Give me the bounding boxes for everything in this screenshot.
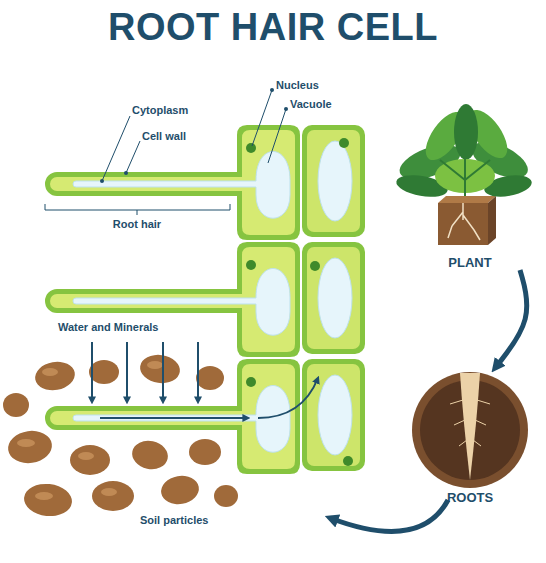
- part-label: Cytoplasm: [132, 104, 188, 116]
- roots-illustration: [412, 372, 528, 488]
- nucleus: [339, 138, 349, 148]
- flow-arrow: [100, 417, 248, 419]
- leader-dot: [270, 88, 274, 92]
- soil-highlights: [17, 361, 163, 500]
- part-label: Root hair: [97, 218, 177, 230]
- soil-highlight: [78, 452, 94, 460]
- leader-dot: [100, 179, 104, 183]
- flow-arrow: [258, 378, 318, 418]
- node-label: ROOTS: [405, 490, 535, 505]
- plant-cell: [302, 125, 365, 237]
- plant-cell: [302, 242, 365, 354]
- soil-highlight: [42, 368, 58, 376]
- process-arrow: [330, 500, 448, 531]
- soil-particle: [138, 352, 182, 385]
- root-hairs: [450, 400, 490, 446]
- node-label: PLANT: [410, 255, 530, 270]
- plant-illustration: [395, 104, 534, 245]
- root-hair-cell: [45, 242, 300, 357]
- leader-dot: [284, 107, 288, 111]
- soil-particle: [214, 485, 238, 507]
- soil-particles: [3, 352, 238, 518]
- process-arrow: [495, 270, 527, 368]
- soil-top: [438, 196, 496, 203]
- water-arrow: [162, 342, 164, 402]
- part-label: Nucleus: [276, 79, 319, 91]
- leader-line: [102, 116, 130, 181]
- root-hair-cell: [45, 125, 300, 240]
- water-arrow: [91, 342, 93, 402]
- leader-line: [252, 90, 272, 146]
- part-label: Soil particles: [140, 514, 208, 526]
- soil-highlight: [35, 492, 53, 500]
- root-hair-bracket: [45, 204, 230, 215]
- soil-block: [438, 203, 488, 245]
- soil-highlight: [147, 361, 163, 369]
- nucleus: [310, 261, 320, 271]
- roots-circle: [412, 372, 528, 488]
- nucleus: [343, 456, 353, 466]
- illustration-node: ROOTS: [405, 368, 535, 505]
- stem: [440, 150, 490, 196]
- soil-particle: [33, 359, 77, 394]
- root-tip: [460, 373, 480, 480]
- soil-particle: [3, 393, 29, 417]
- soil-particle: [129, 438, 170, 473]
- water-arrow: [197, 342, 199, 402]
- part-label: Cell wall: [142, 130, 186, 142]
- part-label: Vacuole: [290, 98, 332, 110]
- soil-particle: [22, 482, 73, 519]
- water-arrows: [92, 342, 318, 418]
- soil-highlight: [101, 488, 117, 496]
- soil-particle: [159, 473, 201, 507]
- soil-particle: [6, 428, 54, 466]
- leader-line: [126, 141, 140, 173]
- soil-side: [488, 196, 496, 245]
- soil-particle: [92, 481, 134, 511]
- soil-particle: [189, 439, 221, 465]
- plant-roots: [448, 203, 480, 240]
- water-arrow: [126, 342, 128, 402]
- leader-line: [268, 109, 286, 163]
- soil-particle: [70, 445, 110, 475]
- plant-cell: [302, 359, 365, 471]
- diagram-title: ROOT HAIR CELL: [0, 6, 546, 49]
- soil-particle: [89, 360, 119, 384]
- leader-dots: [100, 88, 288, 183]
- soil-highlight: [17, 439, 35, 447]
- part-label: Water and Minerals: [58, 321, 158, 333]
- leader-dot: [124, 171, 128, 175]
- illustration-node: PLANT: [410, 105, 530, 270]
- soil-particle: [196, 366, 224, 390]
- leader-lines: [45, 90, 286, 215]
